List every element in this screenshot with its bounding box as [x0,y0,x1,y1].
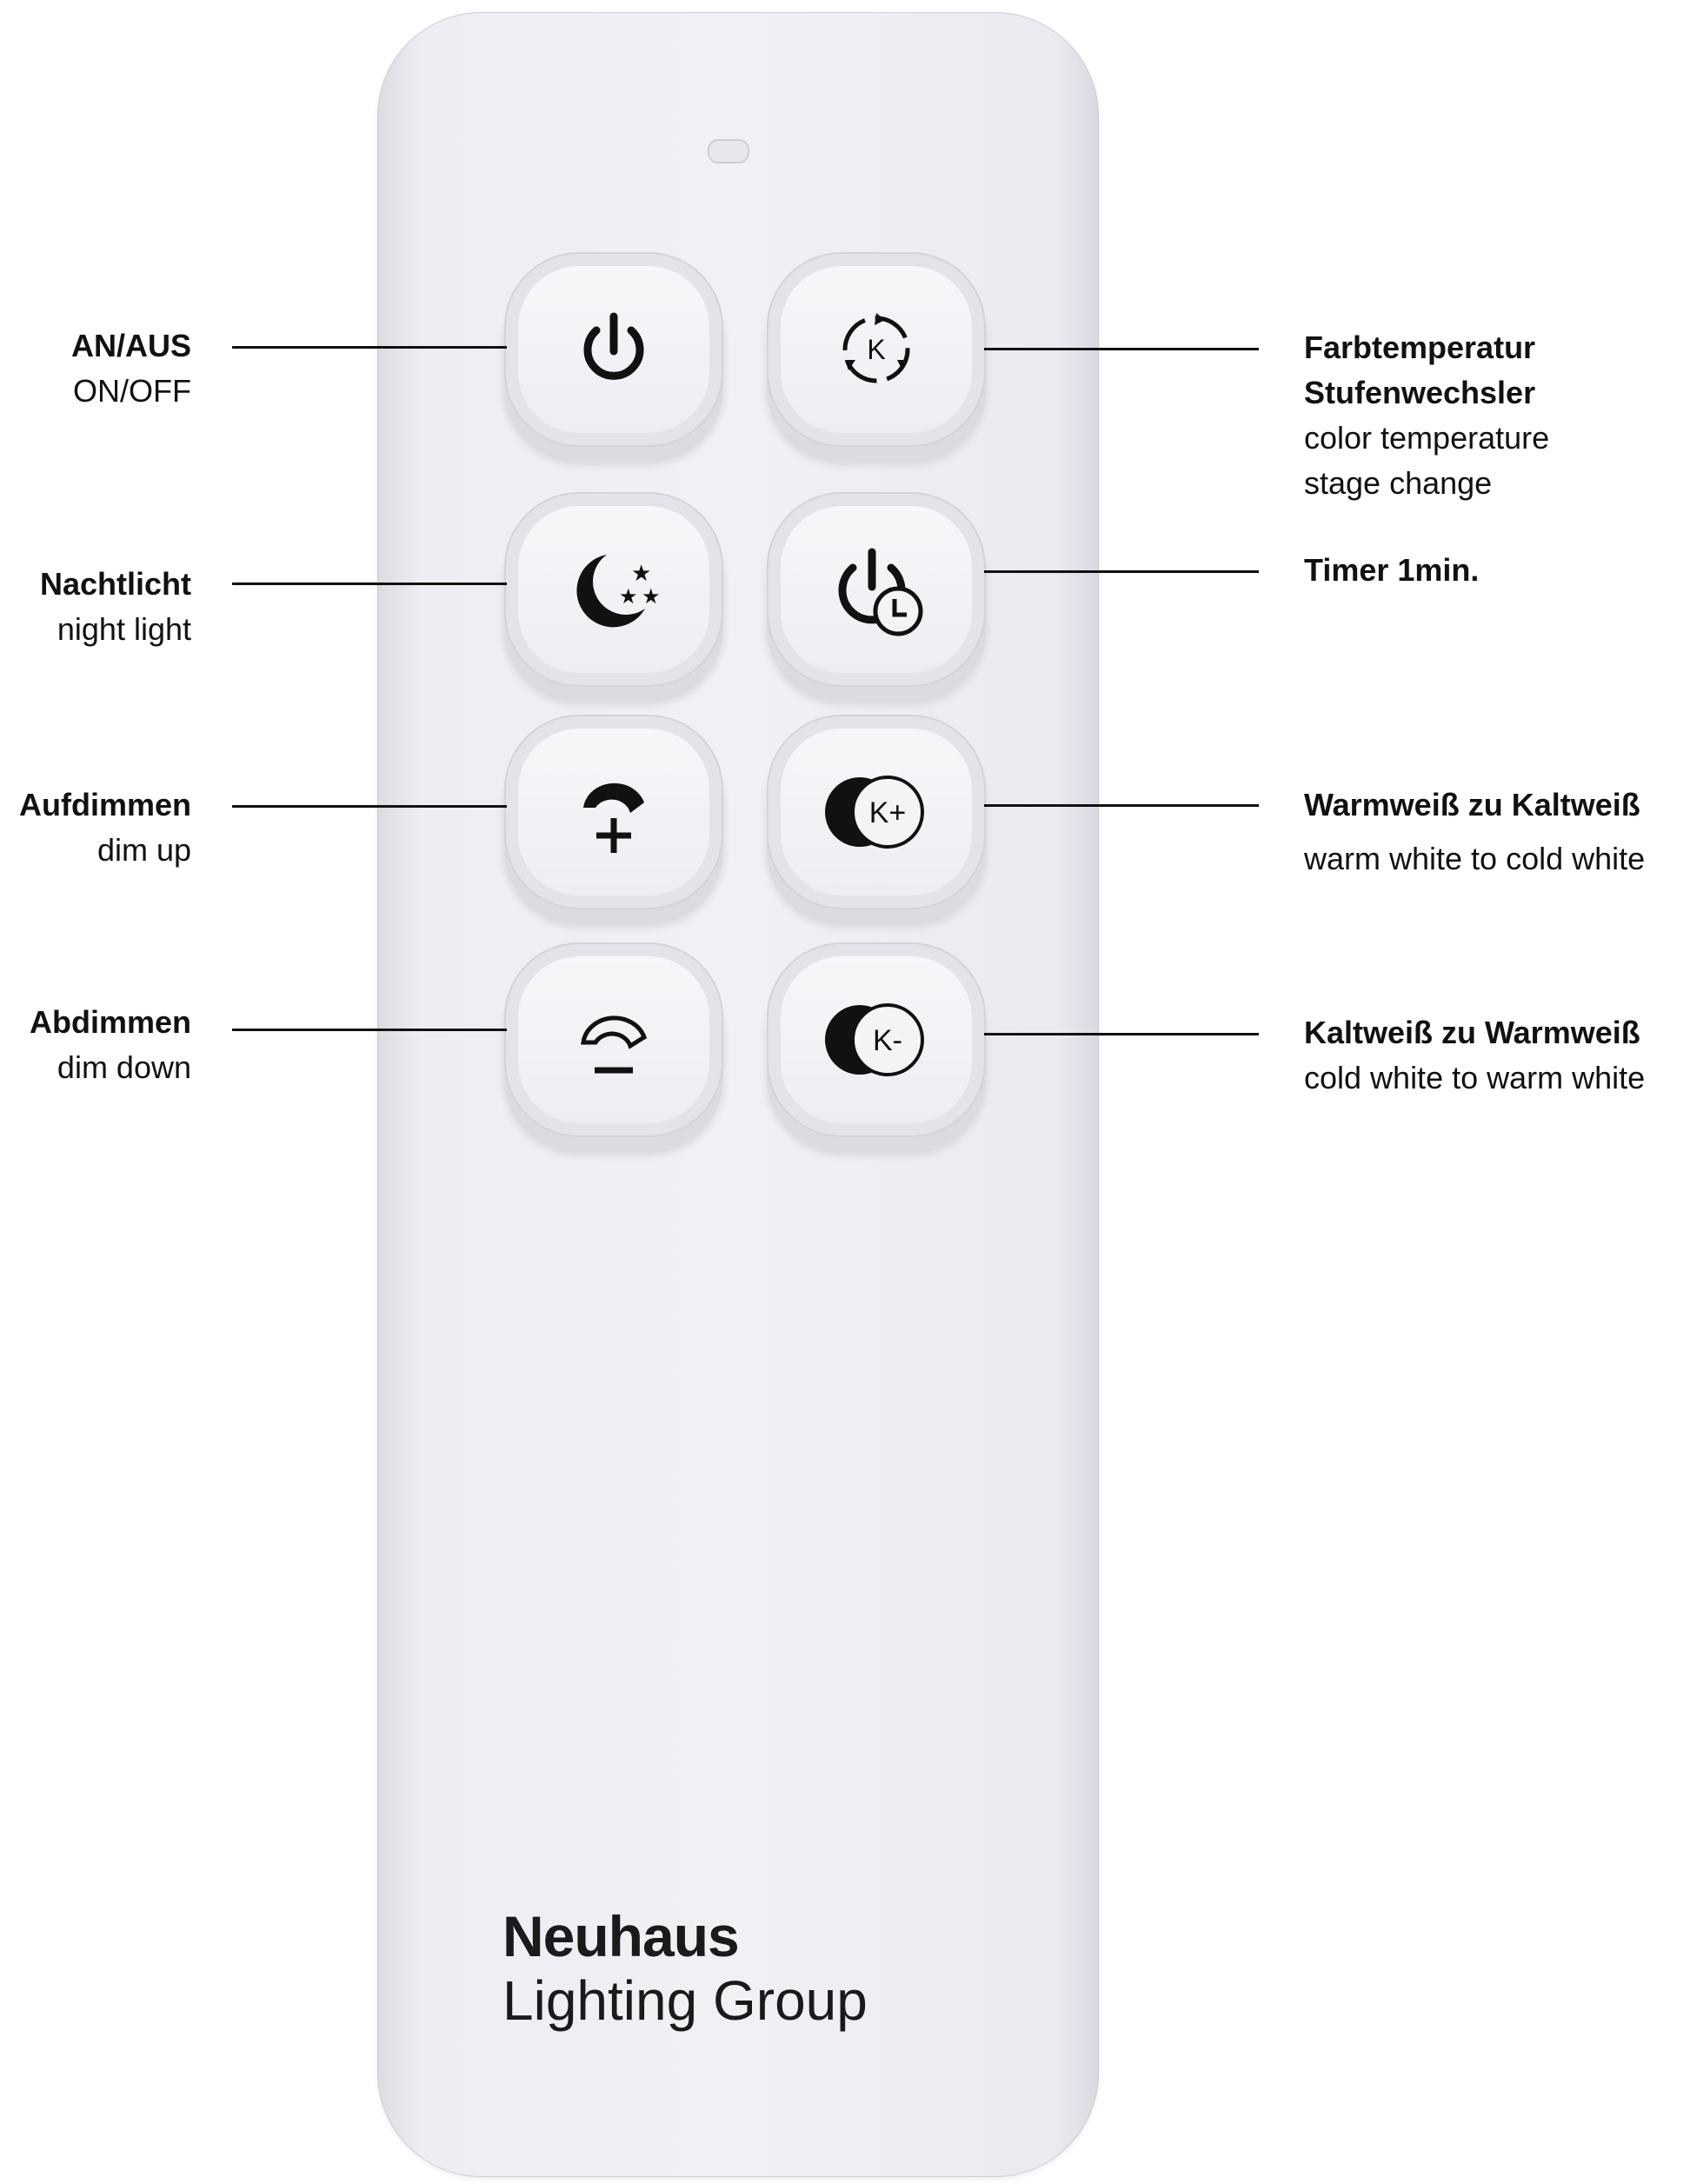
on-off-button[interactable] [518,266,709,433]
leader-line-dim-up [232,805,507,808]
color-temperature-stage-button[interactable]: K [781,266,972,433]
label-color-temp-de-2: Stufenwechsler [1304,375,1536,410]
label-warm-to-cold: Warmweiß zu Kaltweiß warm white to cold … [1304,782,1645,882]
label-cold-to-warm-en: cold white to warm white [1304,1060,1646,1095]
k-cycle-label: K [867,334,885,365]
label-on-off-en: ON/OFF [73,373,191,409]
label-warm-to-cold-en: warm white to cold white [1304,841,1646,876]
label-on-off-de: AN/AUS [70,328,191,363]
dim-up-icon [583,782,644,853]
label-cold-to-warm: Kaltweiß zu Warmweiß cold white to warm … [1304,1010,1645,1101]
label-color-temperature-stage: Farbtemperatur Stufenwechsler color temp… [1304,325,1549,506]
leader-line-cold-to-warm [984,1033,1259,1035]
label-timer: Timer 1min. [1304,548,1479,593]
k-plus-icon: K+ [825,776,924,849]
k-minus-label: K- [873,1024,902,1057]
label-color-temp-de-1: Farbtemperatur [1304,330,1536,365]
svg-text:★: ★ [642,584,661,609]
svg-text:★: ★ [631,561,651,587]
leader-line-timer [984,570,1259,573]
label-on-off: AN/AUS ON/OFF [71,323,191,414]
leader-line-warm-to-cold [984,804,1259,807]
label-dim-down: Abdimmen dim down [30,1000,191,1090]
label-cold-to-warm-de: Kaltweiß zu Warmweiß [1304,1015,1640,1050]
label-dim-up-en: dim up [96,832,191,868]
label-timer-de: Timer 1min. [1304,552,1480,588]
moon-stars-icon: ★ ★ ★ [576,555,661,628]
k-plus-label: K+ [869,796,907,829]
k-minus-icon: K- [825,1003,924,1076]
label-night-light: Nachtlicht night light [40,562,191,652]
k-cycle-icon: K [842,313,910,383]
label-night-light-en: night light [57,611,191,647]
leader-line-color-temperature [984,348,1259,350]
label-color-temp-en-2: stage change [1304,465,1493,501]
brand-subtitle: Lighting Group [502,1969,868,2032]
brand-name: Neuhaus [502,1904,740,1968]
warm-to-cold-button[interactable]: K+ [781,729,972,896]
dim-down-icon [581,1015,648,1074]
label-dim-up-de: Aufdimmen [19,787,191,822]
label-dim-down-en: dim down [57,1049,191,1085]
label-color-temp-en-1: color temperature [1304,420,1550,456]
leader-line-dim-down [232,1029,507,1031]
leader-line-on-off [232,346,507,349]
power-icon [583,312,644,380]
label-dim-down-de: Abdimmen [29,1004,191,1040]
night-light-button[interactable]: ★ ★ ★ [518,506,709,673]
label-night-light-de: Nachtlicht [39,566,191,602]
timer-icon [838,548,923,636]
status-led [708,139,749,163]
label-warm-to-cold-de: Warmweiß zu Kaltweiß [1304,787,1640,822]
brand-logo: Neuhaus Lighting Group [502,1904,868,2033]
leader-line-night-light [232,583,507,585]
label-dim-up: Aufdimmen dim up [19,782,191,873]
svg-text:★: ★ [619,584,638,609]
cold-to-warm-button[interactable]: K- [781,956,972,1123]
timer-button[interactable] [781,506,972,673]
dim-up-button[interactable] [518,729,709,896]
dim-down-button[interactable] [518,956,709,1123]
remote-control [377,12,1099,2177]
